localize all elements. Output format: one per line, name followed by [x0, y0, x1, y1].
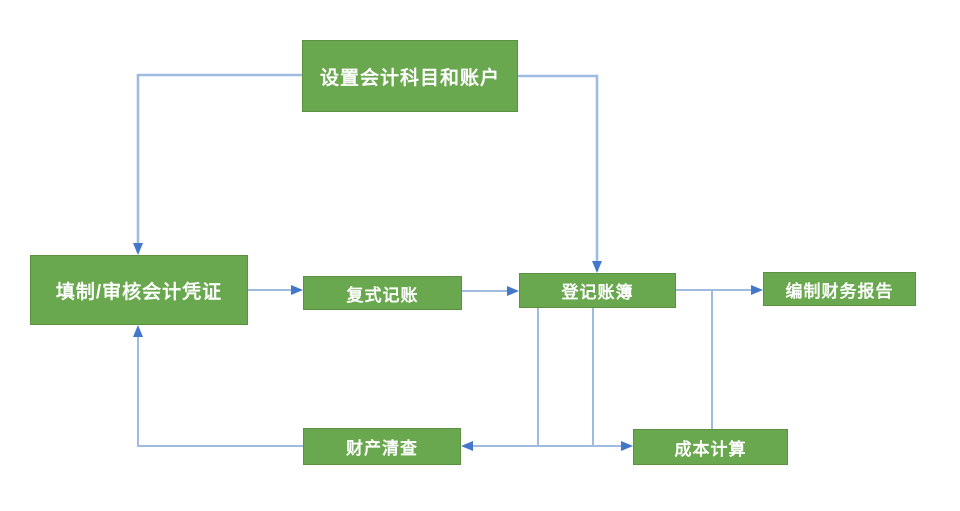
- node-ledger: 登记账簿: [519, 273, 676, 308]
- node-cost: 成本计算: [633, 429, 788, 465]
- node-voucher: 填制/审核会计凭证: [30, 255, 248, 325]
- edge-inventory-to-voucher: [133, 325, 303, 447]
- node-report: 编制财务报告: [763, 272, 916, 306]
- node-setup: 设置会计科目和账户: [302, 40, 518, 112]
- node-double-entry: 复式记账: [303, 276, 462, 310]
- edge-setup-to-ledger: [518, 74, 602, 273]
- node-inventory: 财产清查: [303, 428, 461, 465]
